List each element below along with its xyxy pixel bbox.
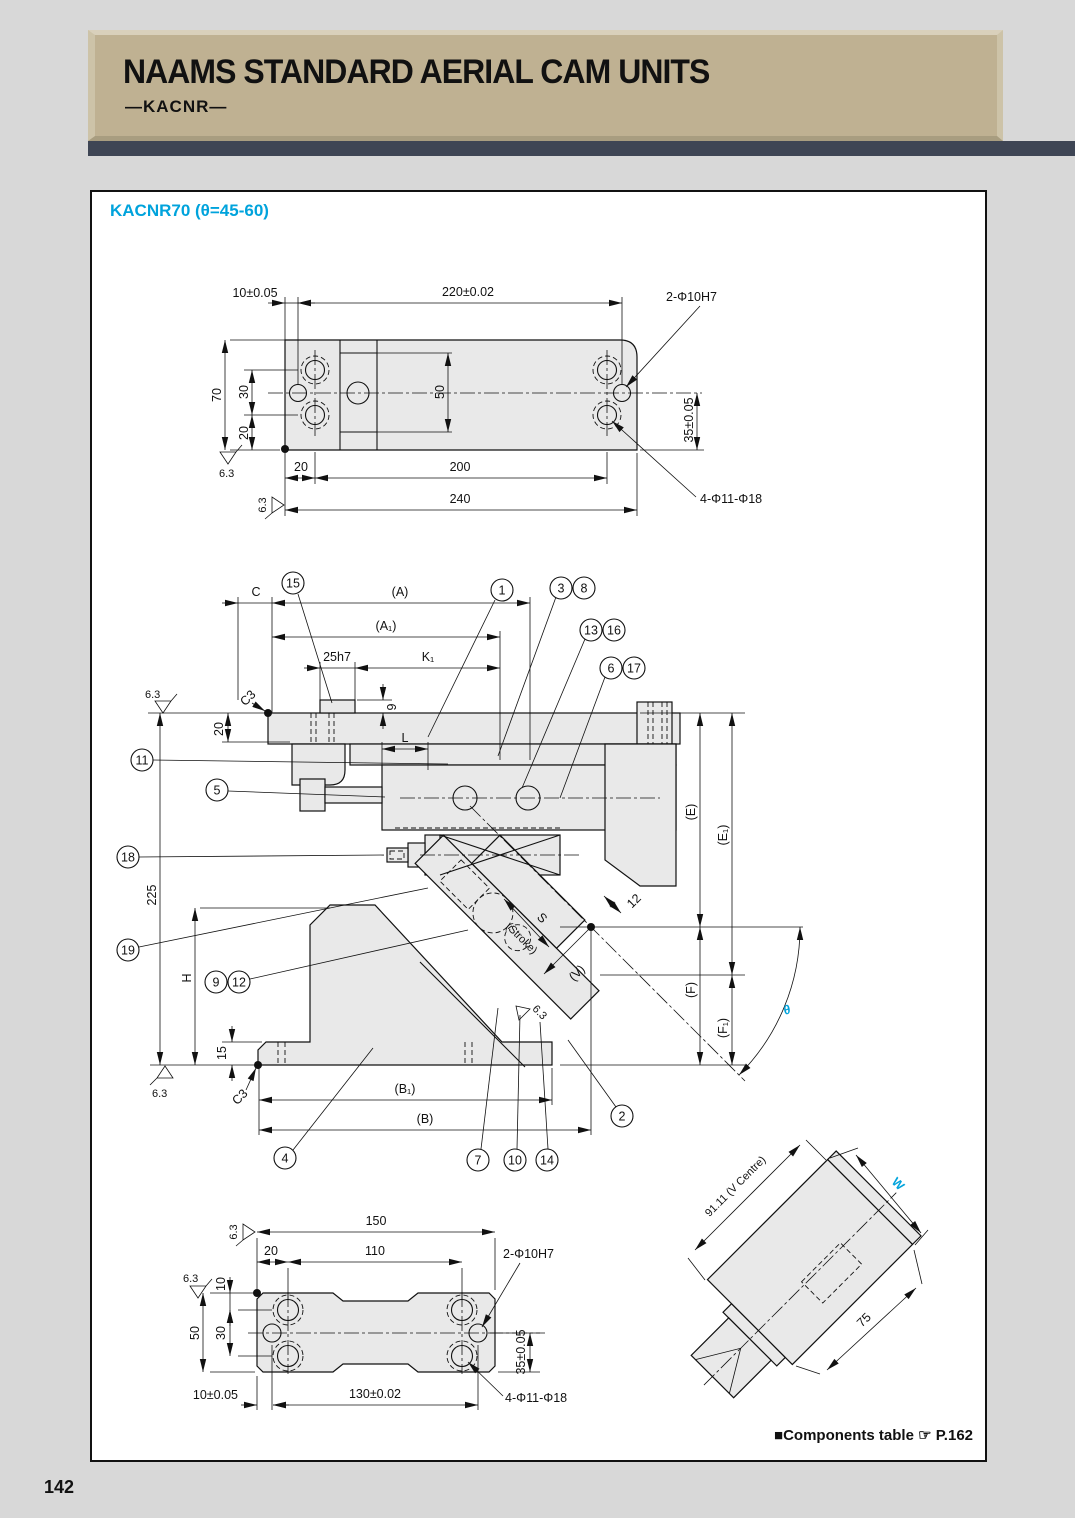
page-subtitle: —KACNR— xyxy=(125,97,228,116)
bullet-icon: ■ xyxy=(774,1427,784,1444)
pointer-hand-icon: ☞ xyxy=(918,1427,932,1444)
header-divider-bar xyxy=(88,141,1075,156)
drawing-frame xyxy=(90,190,987,1462)
header-banner: NAAMS STANDARD AERIAL CAM UNITS —KACNR— xyxy=(88,30,1003,141)
model-title: KACNR70 (θ=45-60) xyxy=(110,201,269,220)
page-title: NAAMS STANDARD AERIAL CAM UNITS xyxy=(123,53,710,91)
footer-note: ■Components table ☞ P.162 xyxy=(774,1427,973,1444)
page-number: 142 xyxy=(44,1477,75,1497)
